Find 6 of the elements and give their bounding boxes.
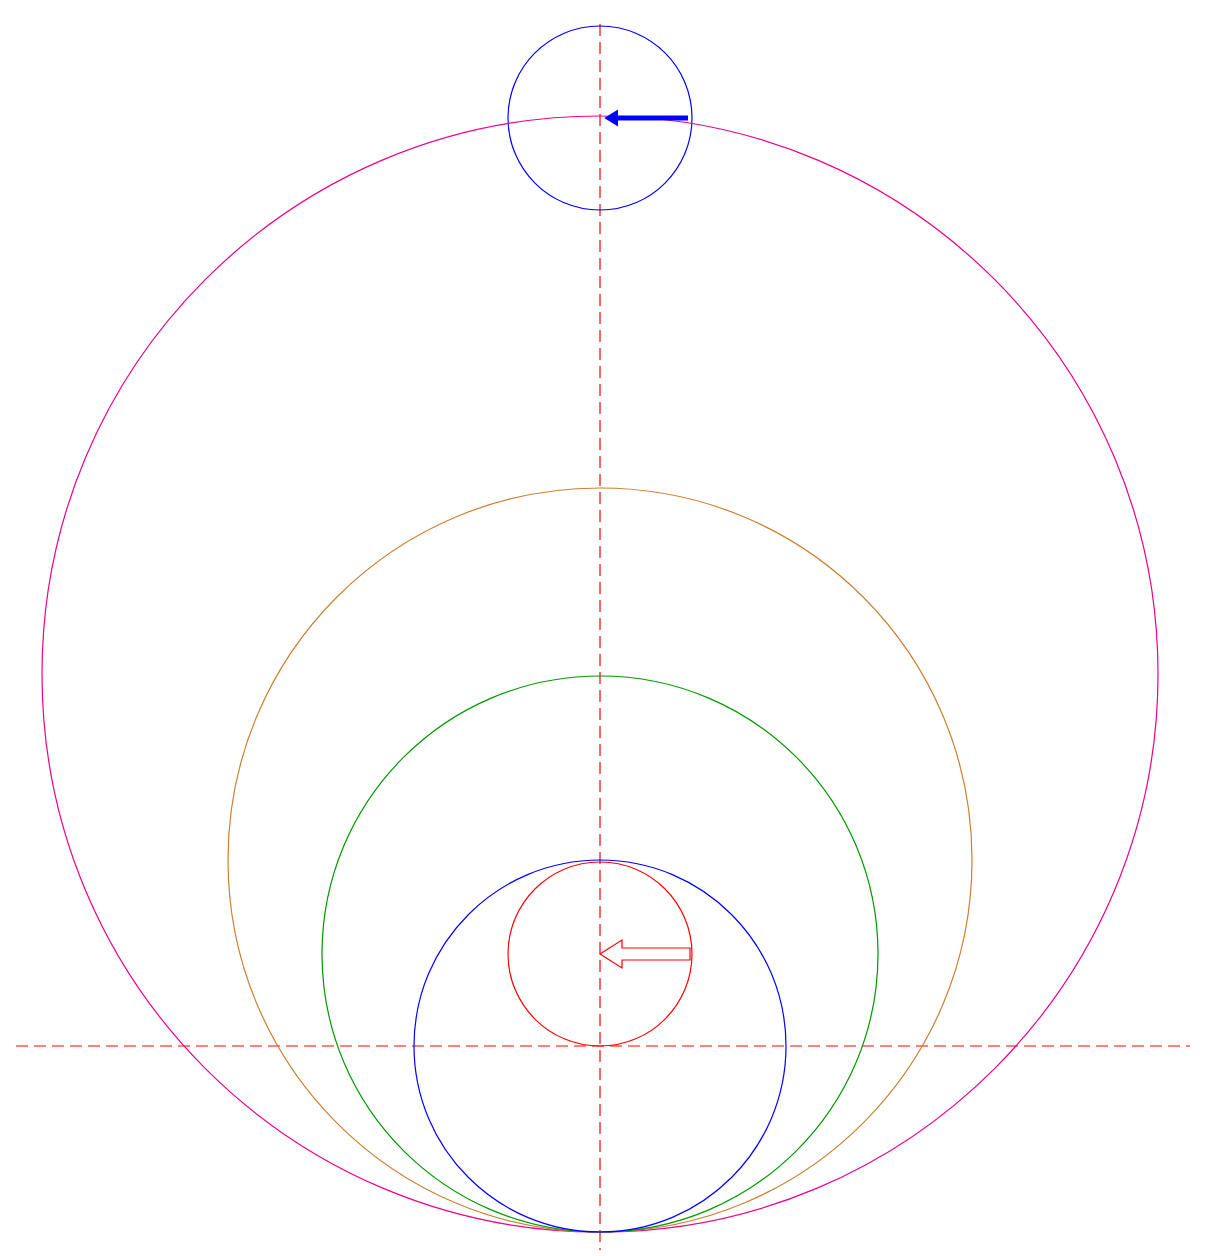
circle bbox=[227, 487, 973, 1233]
circle bbox=[507, 25, 693, 211]
circle bbox=[413, 859, 787, 1233]
circle bbox=[507, 861, 693, 1047]
circle bbox=[41, 115, 1159, 1233]
circle bbox=[321, 675, 879, 1233]
